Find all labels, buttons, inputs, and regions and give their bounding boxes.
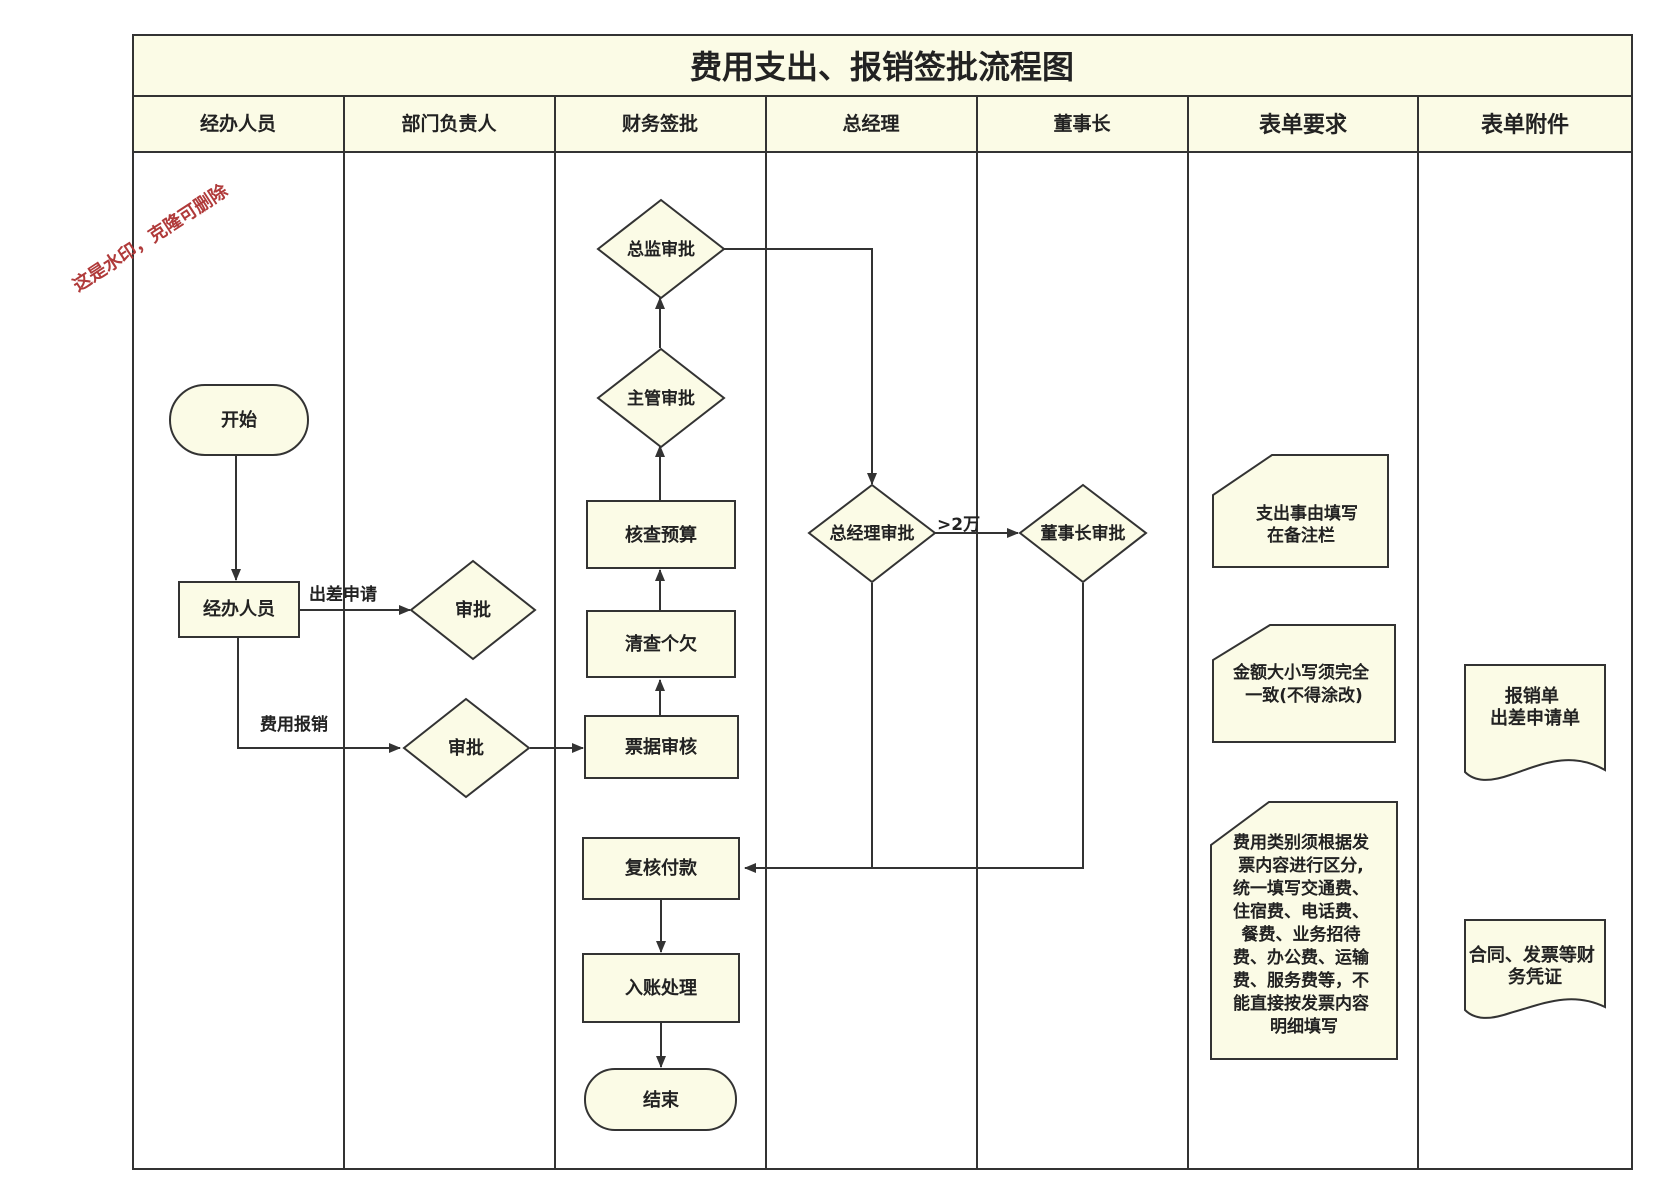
attachment-document-1 [1464,664,1606,781]
requirement-3-line-3: 统一填写交通费、 [1233,878,1369,899]
lane-header-form-attachments: 表单附件 [1481,112,1569,138]
diagram-title: 费用支出、报销签批流程图 [690,48,1074,86]
lane-header-handler: 经办人员 [200,112,276,135]
lane-header-dept-head: 部门负责人 [401,112,497,135]
gm-approve-label: 总经理审批 [830,523,915,544]
check-budget-box[interactable] [586,500,736,569]
connectors [231,248,1084,1068]
bookkeeping-box[interactable] [582,953,740,1023]
dept-approve-trip-label: 审批 [455,599,491,621]
handler-process-label: 经办人员 [203,598,275,620]
manager-approve-label: 主管审批 [627,388,695,409]
attachment-1-line-2: 出差申请单 [1490,707,1580,729]
requirement-card-3 [1210,801,1398,1060]
lane-header-bar [132,95,1633,153]
svg-text:报销单 出差申请单: 报销单 出差申请单 [1490,685,1580,729]
check-debt-box[interactable] [586,610,736,678]
end-terminal[interactable] [584,1068,737,1131]
svg-text:金额大小写须完全 一致(不得涂改): 金额大小写须完全 一致(不得涂改) [1232,662,1375,706]
edge-label-expense-claim: 费用报销 [260,714,328,735]
dept-approve-trip-decision[interactable] [409,559,537,661]
title-bar [132,34,1633,97]
edge-label-over-20k: >2万 [937,515,980,535]
requirement-2-line-1: 金额大小写须完全 [1232,662,1370,683]
requirement-3-line-4: 住宿费、电话费、 [1233,901,1369,922]
requirement-2-line-2: 一致(不得涂改) [1245,685,1363,706]
lane-header-form-requirements: 表单要求 [1259,113,1347,138]
requirement-3-line-6: 费、办公费、运输 [1233,947,1370,968]
recheck-pay-box[interactable] [582,837,740,900]
lane-header-chairman: 董事长 [1053,112,1111,135]
invoice-review-box[interactable] [584,715,739,779]
director-approve-decision[interactable] [596,198,726,300]
svg-text:支出事由填写 在备注栏: 支出事由填写 在备注栏 [1256,503,1364,546]
gm-approve-decision[interactable] [807,483,937,584]
chairman-approve-decision[interactable] [1018,483,1148,584]
swimlane-frame [132,34,1633,1170]
edge-label-trip-request: 出差申请 [309,584,377,605]
attachment-2-line-1: 合同、发票等财 [1469,944,1595,966]
requirement-card-2 [1212,624,1396,743]
lane-header-gm: 总经理 [842,112,899,135]
requirement-1-line-1: 支出事由填写 [1256,503,1358,524]
check-budget-label: 核查预算 [625,524,697,546]
lane-header-finance: 财务签批 [622,112,698,135]
chairman-approve-label: 董事长审批 [1041,523,1126,544]
manager-approve-decision[interactable] [596,347,726,449]
attachment-2-line-2: 务凭证 [1508,966,1562,988]
requirement-3-line-8: 能直接按发票内容 [1233,993,1369,1014]
attachment-document-2 [1464,919,1606,1019]
check-debt-label: 清查个欠 [625,633,697,655]
requirement-3-line-5: 餐费、业务招待 [1242,924,1361,945]
attachment-1-line-1: 报销单 [1505,685,1559,707]
dept-approve-expense-label: 审批 [448,737,484,759]
requirement-1-line-2: 在备注栏 [1267,525,1335,546]
recheck-pay-label: 复核付款 [624,857,698,879]
requirement-3-line-2: 票内容进行区分, [1238,855,1363,876]
start-terminal[interactable] [169,384,309,456]
start-terminal-label: 开始 [221,409,257,431]
director-approve-label: 总监审批 [627,239,695,260]
handler-process-box[interactable] [178,581,300,638]
bookkeeping-label: 入账处理 [625,977,697,999]
dept-approve-expense-decision[interactable] [402,697,531,799]
requirement-card-1 [1212,454,1389,568]
svg-text:合同、发票等财 务凭证: 合同、发票等财 务凭证 [1469,944,1601,988]
invoice-review-label: 票据审核 [625,736,697,758]
requirement-3-line-7: 费、服务费等，不 [1233,970,1369,991]
requirement-3-line-1: 费用类别须根据发 [1233,832,1370,853]
end-terminal-label: 结束 [643,1089,680,1111]
requirement-3-line-9: 明细填写 [1270,1016,1338,1037]
svg-text:费用类别须根据发 票内容进行区分, 统一填写: 费用类别须根据发 票内容进行区分, 统一填写交通费、 住宿费、电话费、 餐费、业… [1233,832,1375,1037]
